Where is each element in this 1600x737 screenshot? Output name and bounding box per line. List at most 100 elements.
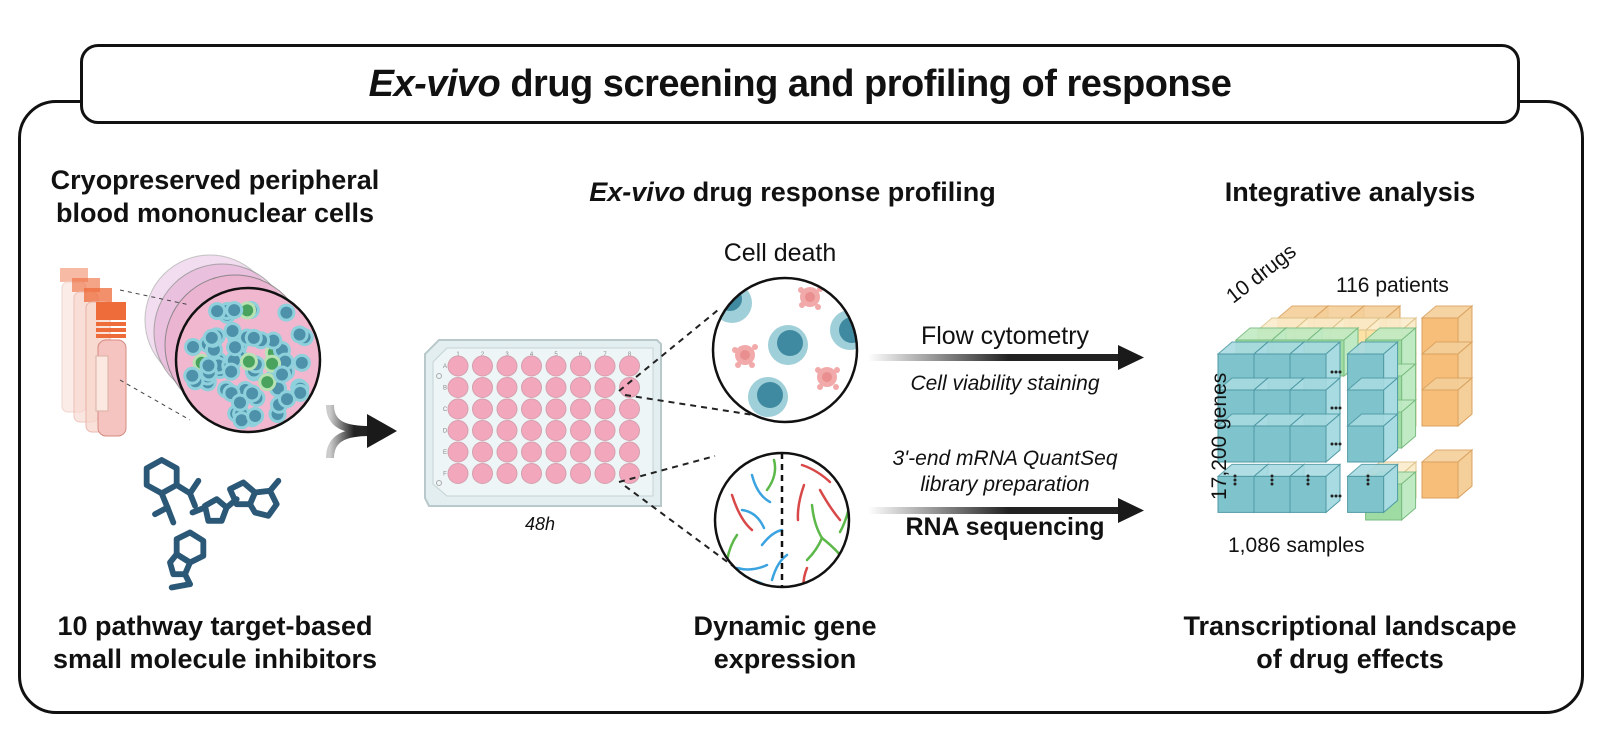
plate-well xyxy=(570,355,591,377)
ellipsis-dot xyxy=(1338,406,1342,410)
plate-well xyxy=(570,463,591,484)
plate-well xyxy=(472,441,493,463)
cube-face xyxy=(1347,425,1385,463)
gene-expression-line1: Dynamic gene xyxy=(693,611,877,641)
samples-axis-label: 1,086 samples xyxy=(1228,534,1365,557)
plate-well xyxy=(496,441,518,463)
pbmc-nucleus xyxy=(261,376,274,389)
ellipsis-dot xyxy=(1338,370,1342,374)
title-italic: Ex-vivo xyxy=(368,62,501,105)
plate-well xyxy=(545,420,567,441)
flow-cytometry-arrow-icon xyxy=(868,345,1144,370)
pbmc-nucleus xyxy=(293,328,306,341)
plate-well xyxy=(619,441,640,463)
profiling-heading: Ex-vivo drug response profiling xyxy=(555,176,1030,209)
ellipsis-dot xyxy=(1334,370,1338,374)
plate-well xyxy=(619,420,640,441)
plate-column-label: 6 xyxy=(579,352,583,358)
inhibitors-heading: 10 pathway target-based small molecule i… xyxy=(30,610,400,676)
ellipsis-dot xyxy=(1338,494,1342,498)
profiling-heading-rest: drug response profiling xyxy=(685,177,996,207)
ellipsis-dot xyxy=(1338,442,1342,446)
genes-axis-label: 17,200 genes xyxy=(1208,372,1231,500)
pbmc-nucleus xyxy=(241,304,254,317)
plate-well xyxy=(521,420,542,441)
plate-well xyxy=(545,355,567,377)
data-cube-icon xyxy=(1216,304,1474,522)
plate-column-label: 1 xyxy=(456,352,460,358)
ellipsis-dot xyxy=(1270,478,1274,482)
rna-transcripts-icon xyxy=(713,451,851,589)
pbmc-nucleus xyxy=(186,369,199,382)
gene-expression-heading: Dynamic gene expression xyxy=(655,610,915,676)
plate-well xyxy=(521,463,542,484)
small-molecule-icon xyxy=(143,457,282,591)
plate-well xyxy=(472,398,493,420)
pbmc-heading-line2: blood mononuclear cells xyxy=(55,198,375,228)
plate-column-label: 3 xyxy=(505,352,509,358)
plate-well xyxy=(521,355,542,377)
pbmc-nucleus xyxy=(228,304,241,317)
plate-well xyxy=(594,355,616,377)
pbmc-nucleus xyxy=(266,357,279,370)
cube-face xyxy=(1253,425,1291,463)
plate-column-label: 7 xyxy=(603,352,607,358)
plate-well xyxy=(496,398,518,420)
ellipsis-dot xyxy=(1306,482,1310,486)
pbmc-cells-icon xyxy=(119,254,322,434)
profiling-heading-italic: Ex-vivo xyxy=(589,177,686,207)
gene-expression-line2: expression xyxy=(713,644,857,674)
plate-row-label: A xyxy=(443,364,447,370)
pbmc-nucleus xyxy=(281,393,294,406)
ellipsis-dot xyxy=(1306,474,1310,478)
pbmc-nucleus xyxy=(205,331,218,344)
plate-well xyxy=(570,377,591,398)
plate-well xyxy=(545,463,567,484)
cube-face xyxy=(1217,425,1255,463)
ellipsis-dot xyxy=(1334,406,1338,410)
pbmc-heading: Cryopreserved peripheral blood mononucle… xyxy=(30,164,400,230)
plate-column-label: 5 xyxy=(554,352,558,358)
plate-row-label: C xyxy=(443,407,448,413)
ellipsis-dot xyxy=(1233,478,1237,482)
cube-face xyxy=(1253,475,1291,513)
merge-arrow-icon xyxy=(326,404,397,459)
plate-well xyxy=(447,398,469,420)
plate-well xyxy=(619,377,640,398)
pbmc-nucleus xyxy=(233,396,246,409)
plate-well xyxy=(521,398,542,420)
cube-face xyxy=(1217,475,1255,513)
plate-well xyxy=(472,420,493,441)
cube-face xyxy=(1289,475,1327,513)
plate-well xyxy=(496,355,518,377)
plate-well xyxy=(619,398,640,420)
plate-row-label: E xyxy=(443,450,447,456)
pbmc-nucleus xyxy=(249,410,262,423)
inhibitors-line1: 10 pathway target-based xyxy=(57,611,373,641)
ellipsis-dot xyxy=(1330,442,1334,446)
plate-well xyxy=(521,377,542,398)
plate-well xyxy=(545,398,567,420)
plate-well xyxy=(447,441,469,463)
plate-well xyxy=(496,463,518,484)
plate-well xyxy=(570,398,591,420)
plate-well xyxy=(594,463,616,484)
pbmc-nucleus xyxy=(295,356,308,369)
ellipsis-dot xyxy=(1270,482,1274,486)
cell-viability-label: Cell viability staining xyxy=(910,372,1100,395)
pbmc-nucleus xyxy=(226,325,239,338)
ellipsis-dot xyxy=(1330,494,1334,498)
flow-cytometry-label: Flow cytometry xyxy=(920,322,1090,350)
ellipsis-dot xyxy=(1366,478,1370,482)
cube-face xyxy=(1421,461,1459,499)
ellipsis-dot xyxy=(1330,370,1334,374)
plate-well xyxy=(521,441,542,463)
landscape-line2: of drug effects xyxy=(1256,644,1444,674)
pbmc-nucleus xyxy=(229,341,242,354)
pbmc-nucleus xyxy=(279,355,292,368)
plate-row-label: B xyxy=(443,386,447,392)
plate-well xyxy=(472,377,493,398)
pbmc-nucleus xyxy=(242,355,255,368)
plate-well xyxy=(496,420,518,441)
